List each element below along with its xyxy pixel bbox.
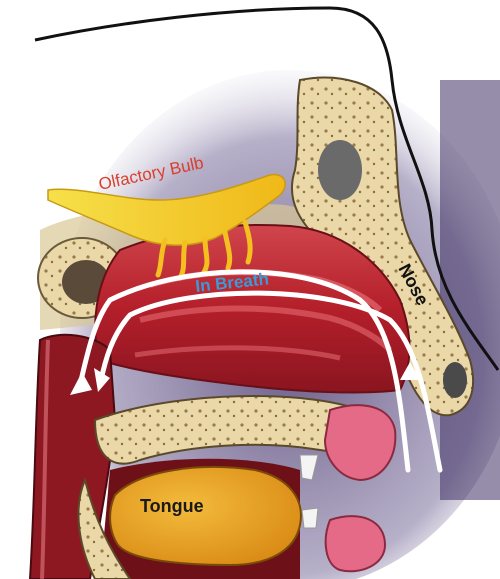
- right-shadow: [440, 80, 500, 500]
- tongue-shape: [110, 467, 301, 565]
- frontal-sinus: [318, 140, 362, 200]
- tongue-label: Tongue: [140, 496, 204, 516]
- upper-lip: [325, 405, 395, 480]
- lower-tooth: [302, 508, 318, 528]
- nostril-cavity: [443, 362, 467, 398]
- lower-lip: [326, 516, 385, 571]
